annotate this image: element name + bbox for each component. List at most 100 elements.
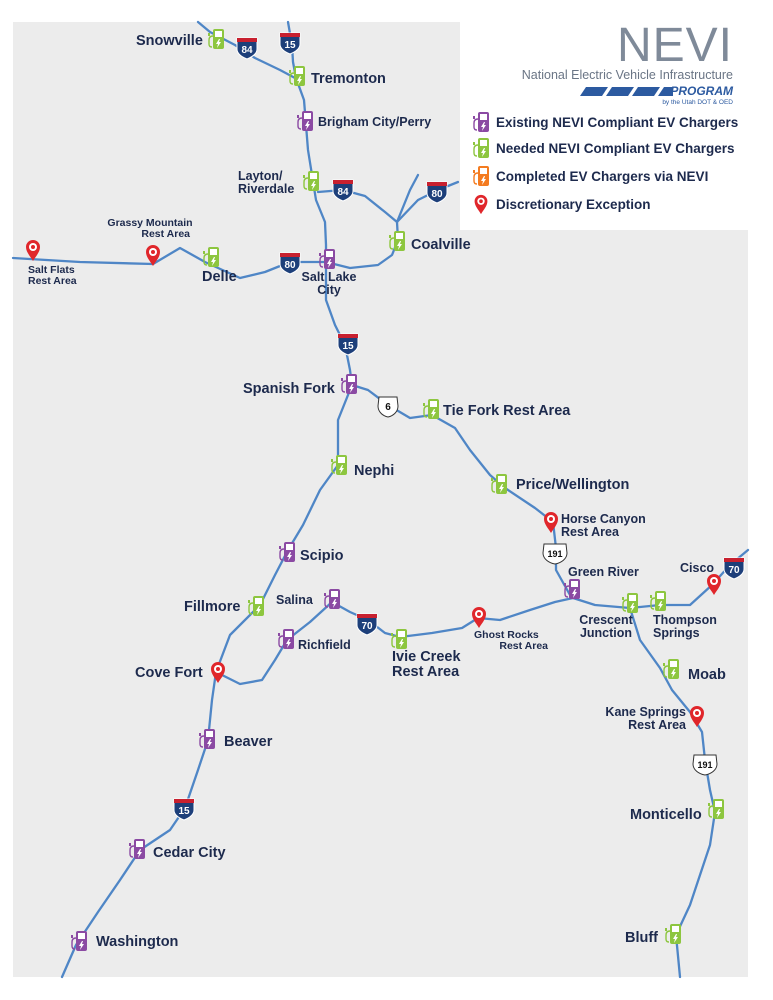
label-thompson: Thompson Springs bbox=[653, 613, 717, 641]
label-bluff: Bluff bbox=[625, 930, 659, 946]
shield-label: 6 bbox=[385, 402, 391, 413]
existing-charger-icon bbox=[472, 111, 490, 133]
nevi-by-line: by the Utah DOT & OED bbox=[662, 99, 733, 106]
nevi-subtitle: National Electric Vehicle Infrastructure bbox=[521, 68, 733, 82]
label-kane-line1: Kane Springs bbox=[605, 705, 686, 719]
label-layton-line2: Riverdale bbox=[238, 182, 295, 197]
label-salina: Salina bbox=[276, 593, 313, 607]
shield-label: 80 bbox=[284, 260, 296, 271]
road-i80-coalville-slc bbox=[324, 238, 400, 270]
label-cedar-city: Cedar City bbox=[153, 845, 226, 861]
shield-label: 15 bbox=[342, 341, 354, 352]
label-grassy-line2: Rest Area bbox=[141, 228, 190, 241]
road-i80-ne2 bbox=[395, 173, 420, 224]
label-snowville: Snowville bbox=[136, 33, 203, 49]
road-i15-south bbox=[60, 383, 354, 979]
label-kane-springs: Kane Springs Rest Area bbox=[594, 705, 686, 733]
shield-label: 15 bbox=[284, 40, 296, 51]
label-nephi: Nephi bbox=[354, 463, 395, 479]
us-shield-191-a: 191 bbox=[542, 543, 568, 565]
us-shield-191-b: 191 bbox=[692, 754, 718, 776]
legend-exception-label: Discretionary Exception bbox=[496, 196, 651, 212]
legend-existing-label: Existing NEVI Compliant EV Chargers bbox=[496, 114, 739, 130]
label-cove-fort: Cove Fort bbox=[135, 665, 203, 681]
legend-needed-label: Needed NEVI Compliant EV Chargers bbox=[496, 140, 735, 156]
label-ivie-line2: Rest Area bbox=[392, 664, 460, 681]
shield-label: 70 bbox=[361, 621, 373, 632]
label-green-river: Green River bbox=[568, 565, 639, 579]
label-ghost-rocks: Ghost Rocks Rest Area bbox=[474, 629, 548, 653]
label-salt-flats-line2: Rest Area bbox=[28, 275, 77, 288]
label-richfield: Richfield bbox=[298, 638, 351, 652]
utah-land bbox=[13, 22, 748, 977]
label-horse-canyon: Horse Canyon Rest Area bbox=[561, 512, 646, 540]
interstate-shield-70-a: 70 bbox=[356, 613, 378, 636]
shield-label: 84 bbox=[337, 187, 349, 198]
label-horse-line1: Horse Canyon bbox=[561, 512, 646, 526]
label-washington: Washington bbox=[96, 934, 179, 950]
shield-label: 191 bbox=[547, 549, 562, 559]
label-grassy-mountain: Grassy Mountain Rest Area bbox=[100, 217, 200, 241]
nevi-title: NEVI bbox=[616, 19, 733, 72]
completed-charger-icon bbox=[472, 165, 490, 187]
label-crescent-line2: Junction bbox=[579, 626, 633, 641]
label-crescent: Crescent Junction bbox=[577, 613, 635, 641]
interstate-shield-15-b: 15 bbox=[337, 333, 359, 356]
label-slc-line2: City bbox=[317, 283, 341, 298]
exception-pin-icon bbox=[474, 194, 488, 215]
interstate-shield-80-a: 80 bbox=[426, 181, 448, 204]
shield-label: 15 bbox=[178, 806, 190, 817]
road-us191 bbox=[628, 606, 717, 979]
label-coalville: Coalville bbox=[411, 237, 471, 253]
label-ghost-line2: Rest Area bbox=[499, 640, 548, 653]
label-kane-line2: Rest Area bbox=[628, 718, 686, 733]
shield-label: 70 bbox=[728, 565, 740, 576]
interstate-shield-70-b: 70 bbox=[723, 557, 745, 580]
title-legend-panel: NEVI National Electric Vehicle Infrastru… bbox=[460, 10, 755, 230]
needed-charger-icon bbox=[472, 137, 490, 159]
label-horse-line2: Rest Area bbox=[561, 525, 619, 540]
legend-completed-label: Completed EV Chargers via NEVI bbox=[496, 168, 709, 184]
label-fillmore: Fillmore bbox=[184, 599, 241, 615]
program-stripes-graphic bbox=[580, 87, 673, 96]
label-thompson-line2: Springs bbox=[653, 626, 700, 641]
label-spanish-fork: Spanish Fork bbox=[243, 381, 335, 397]
legend-completed: Completed EV Chargers via NEVI bbox=[472, 165, 708, 187]
label-layton-line1: Layton/ bbox=[238, 169, 283, 183]
shield-label: 80 bbox=[431, 189, 443, 200]
label-ivie-line1: Ivie Creek bbox=[392, 649, 461, 665]
shield-label: 84 bbox=[241, 45, 253, 56]
label-salt-flats-line1: Salt Flats bbox=[28, 264, 75, 276]
label-ghost-line1: Ghost Rocks bbox=[474, 629, 539, 641]
label-layton: Layton/ Riverdale bbox=[238, 169, 301, 197]
legend-existing: Existing NEVI Compliant EV Chargers bbox=[472, 111, 738, 133]
label-scipio: Scipio bbox=[300, 548, 344, 564]
label-tie-fork: Tie Fork Rest Area bbox=[443, 403, 571, 419]
label-thompson-line1: Thompson bbox=[653, 613, 717, 627]
label-brigham: Brigham City/Perry bbox=[318, 115, 432, 129]
interstate-shield-15-c: 15 bbox=[173, 798, 195, 821]
nevi-program: PROGRAM bbox=[670, 84, 733, 98]
label-crescent-line1: Crescent bbox=[579, 613, 633, 627]
label-price: Price/Wellington bbox=[516, 477, 630, 493]
shield-label: 191 bbox=[697, 760, 712, 770]
label-slc-line1: Salt Lake bbox=[301, 270, 357, 284]
label-beaver: Beaver bbox=[224, 734, 273, 750]
label-grassy-line1: Grassy Mountain bbox=[107, 217, 193, 229]
interstate-shield-84-a: 84 bbox=[236, 37, 258, 60]
label-ivie-creek: Ivie Creek Rest Area bbox=[392, 649, 461, 681]
us-shield-6: 6 bbox=[377, 396, 399, 418]
interstate-shield-15-a: 15 bbox=[279, 32, 301, 55]
label-cisco: Cisco bbox=[680, 561, 715, 575]
legend-needed: Needed NEVI Compliant EV Chargers bbox=[472, 137, 735, 159]
label-delle: Delle bbox=[202, 269, 237, 285]
interstate-shield-84-b: 84 bbox=[332, 179, 354, 202]
label-tremonton: Tremonton bbox=[311, 71, 386, 87]
legend-exception: Discretionary Exception bbox=[472, 193, 651, 215]
label-salt-lake-city: Salt Lake City bbox=[297, 270, 361, 298]
label-salt-flats: Salt Flats Rest Area bbox=[28, 264, 77, 288]
label-monticello: Monticello bbox=[630, 807, 702, 823]
interstate-shield-80-b: 80 bbox=[279, 252, 301, 275]
label-moab: Moab bbox=[688, 667, 726, 683]
